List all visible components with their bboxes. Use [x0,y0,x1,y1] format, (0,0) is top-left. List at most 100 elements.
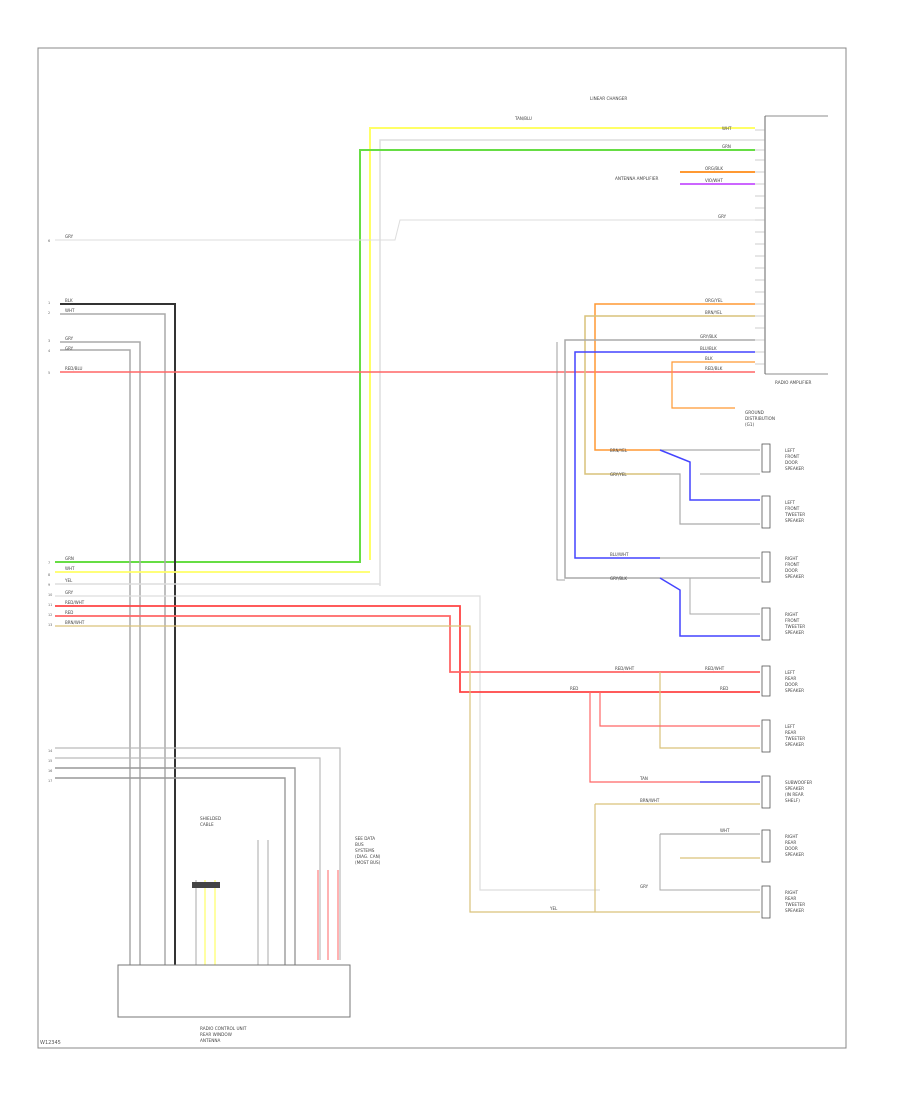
green-wire [55,149,755,563]
svg-text:10: 10 [48,593,52,597]
svg-text:11: 11 [48,603,52,607]
m-redb-label: RED [65,610,73,615]
r-orgbrn-label: BRN/YEL [705,310,723,315]
shield-line [556,342,565,581]
svg-text:CABLE: CABLE [200,822,214,827]
gray-wire-left-1 [60,341,141,970]
diagram-code: W12345 [40,1040,61,1046]
svg-text:LEFT: LEFT [785,724,795,729]
svg-text:9: 9 [48,583,50,587]
red-white-wire-mid [55,605,760,693]
red-wire-mid [55,615,760,673]
gray-wire-long [55,219,755,241]
top-gry-label-right: GRY [718,214,727,219]
l-red-label: RED/BLU [65,366,83,371]
svg-text:SPEAKER: SPEAKER [785,630,804,635]
gray-bundle-2 [55,757,321,960]
svg-text:16: 16 [48,769,52,773]
l-gry2-label: GRY [65,346,74,351]
svg-text:LEFT: LEFT [785,500,795,505]
svg-text:RIGHT: RIGHT [785,834,799,839]
s-blu-label: BLU/WHT [610,552,629,557]
gray-wire-left-2 [60,349,131,970]
svg-text:SPEAKER: SPEAKER [785,574,804,579]
s-gry-label: GRY/YEL [610,472,627,477]
s-yel-label: YEL [549,906,558,911]
svg-text:SHIELDED: SHIELDED [200,816,221,821]
brown-wire-mid [55,625,760,913]
svg-text:TWEETER: TWEETER [784,902,805,907]
s-redw-label: RED/WHT [615,666,635,671]
tan-wire-right [584,315,755,475]
svg-text:SPEAKER: SPEAKER [785,466,804,471]
svg-text:DOOR: DOOR [785,460,798,465]
svg-text:BUS: BUS [355,842,364,847]
subwoofer: SUBWOOFER SPEAKER (IN REAR SHELF) [589,692,812,809]
blue-black-wire [574,351,755,559]
svg-text:13: 13 [48,623,52,627]
orange-wire-right [594,303,755,451]
rf-door-speaker: RIGHT FRONT DOOR SPEAKER [660,551,804,583]
svg-text:17: 17 [48,779,52,783]
r-gryblk-label: GRY/BLK [700,334,717,339]
svg-text:15: 15 [48,759,52,763]
svg-text:(DIAG. CAN): (DIAG. CAN) [355,854,381,859]
svg-text:REAR: REAR [785,730,796,735]
r-blk-label: BLK [705,356,713,361]
svg-text:SYSTEMS: SYSTEMS [355,848,375,853]
r-orgwht-label: ORG/YEL [705,298,723,303]
svg-text:14: 14 [48,749,52,753]
s-gryblk-label: GRY/BLK [610,576,627,581]
svg-text:4: 4 [48,349,50,353]
svg-text:SPEAKER: SPEAKER [785,688,804,693]
r-redblk-label: RED/BLK [705,366,723,371]
lr-door-speaker: LEFT REAR DOOR SPEAKER [659,665,804,749]
s-tan-label: TAN [639,776,648,781]
top-wht-label: WHT [722,126,732,131]
antenna-connectors [192,840,339,965]
rr-door-speaker: RIGHT REAR DOOR SPEAKER [594,804,804,912]
top-vio-label: VIO/WHT [705,178,723,183]
black-wire-left [60,303,176,970]
svg-text:RIGHT: RIGHT [785,612,799,617]
m-gry-label: GRY [65,590,74,595]
gray-wire-mid [55,595,600,891]
gray-bundle-3 [55,767,296,965]
m-grn-label: GRN [65,556,74,561]
svg-text:8: 8 [48,573,50,577]
svg-text:1: 1 [48,301,50,305]
cd-changer-label: LINEAR CHANGER [590,96,627,101]
radio-amplifier-label: RADIO AMPLIFIER [775,380,812,385]
r-blublk-label: BLU/BLK [700,346,717,351]
lf-tweeter: LEFT FRONT TWEETER SPEAKER [660,473,805,529]
rear-window-label: REAR WINDOW [200,1032,232,1037]
svg-text:FRONT: FRONT [785,506,800,511]
m-brn-label: BRN/WHT [65,620,85,625]
svg-text:6: 6 [48,239,50,243]
lf-door-speaker: LEFT FRONT DOOR SPEAKER [659,443,804,501]
cd-changer-label-group: LINEAR CHANGER TAN/BLU [514,96,627,121]
s-gry2-label: GRY [640,884,649,889]
diagram-frame [37,47,847,1049]
svg-text:SUBWOOFER: SUBWOOFER [785,780,812,785]
l-blk-label: BLK [65,298,73,303]
shield-note: SHIELDED CABLE [200,816,221,827]
svg-text:SPEAKER: SPEAKER [785,518,804,523]
top-grn-label: GRN [722,144,731,149]
svg-text:SPEAKER: SPEAKER [785,742,804,747]
svg-text:RIGHT: RIGHT [785,556,799,561]
l-wht-label: WHT [65,308,75,313]
svg-text:RIGHT: RIGHT [785,890,799,895]
svg-text:FRONT: FRONT [785,454,800,459]
gray-bundle-4 [55,777,286,965]
l-gry1-label: GRY [65,336,74,341]
svg-text:(MOST BUS): (MOST BUS) [355,860,381,865]
svg-text:SEE DATA: SEE DATA [355,836,375,841]
bus-note: SEE DATA BUS SYSTEMS (DIAG. CAN) (MOST B… [355,836,381,865]
svg-text:LEFT: LEFT [785,670,795,675]
svg-text:SPEAKER: SPEAKER [785,852,804,857]
svg-text:3: 3 [48,339,50,343]
svg-text:SPEAKER: SPEAKER [785,786,804,791]
radio-amplifier-connector: RADIO AMPLIFIER [755,115,828,385]
